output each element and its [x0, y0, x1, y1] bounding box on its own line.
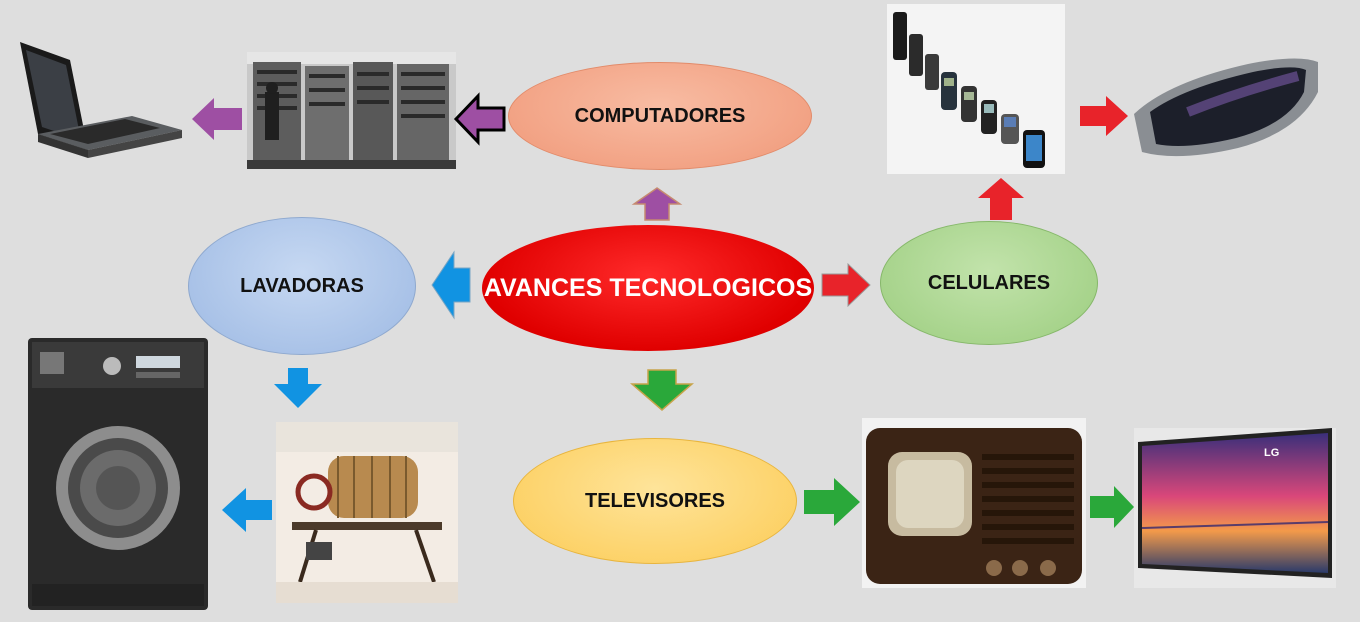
- arrow-left-modern-washer: [222, 488, 272, 532]
- node-lavadoras-label: LAVADORAS: [240, 274, 364, 297]
- arrow-right-smartphone: [1080, 96, 1128, 136]
- center-node-label: AVANCES TECNOLOGICOS: [483, 273, 813, 302]
- arrow-down-old-washer: [274, 368, 322, 408]
- node-computadores: COMPUTADORES: [508, 62, 812, 170]
- modern-washing-machine-photo: [28, 338, 208, 610]
- arrow-up-phone-evolution: [978, 178, 1024, 220]
- lg-brand-text: LG: [1264, 447, 1279, 459]
- old-wooden-washing-machine-photo: [276, 422, 458, 603]
- vintage-television-photo: [862, 418, 1086, 588]
- modern-laptop-photo: [10, 30, 185, 170]
- node-celulares-label: CELULARES: [927, 271, 1051, 294]
- arrow-left-lavadoras: [431, 250, 472, 320]
- node-celulares: CELULARES: [880, 221, 1098, 345]
- node-lavadoras: LAVADORAS: [188, 217, 416, 355]
- arrow-right-celulares: [821, 262, 871, 308]
- node-televisores: TELEVISORES: [513, 438, 797, 564]
- old-mainframe-computer-photo: [247, 52, 456, 169]
- curved-smartphone-photo: [1128, 52, 1323, 162]
- node-computadores-label: COMPUTADORES: [574, 104, 746, 127]
- arrow-right-vintage-tv: [804, 478, 860, 526]
- node-televisores-label: TELEVISORES: [584, 489, 726, 512]
- arrow-right-flat-tv: [1090, 486, 1134, 528]
- center-node-avances-tecnologicos: AVANCES TECNOLOGICOS: [482, 225, 814, 351]
- arrow-left-mainframe: [453, 92, 506, 146]
- cellphone-evolution-photo: [887, 4, 1065, 174]
- arrow-left-laptop: [192, 98, 242, 140]
- arrow-up-computadores: [631, 187, 683, 221]
- arrow-down-televisores: [629, 369, 695, 411]
- modern-flat-television-photo: LG: [1134, 428, 1336, 588]
